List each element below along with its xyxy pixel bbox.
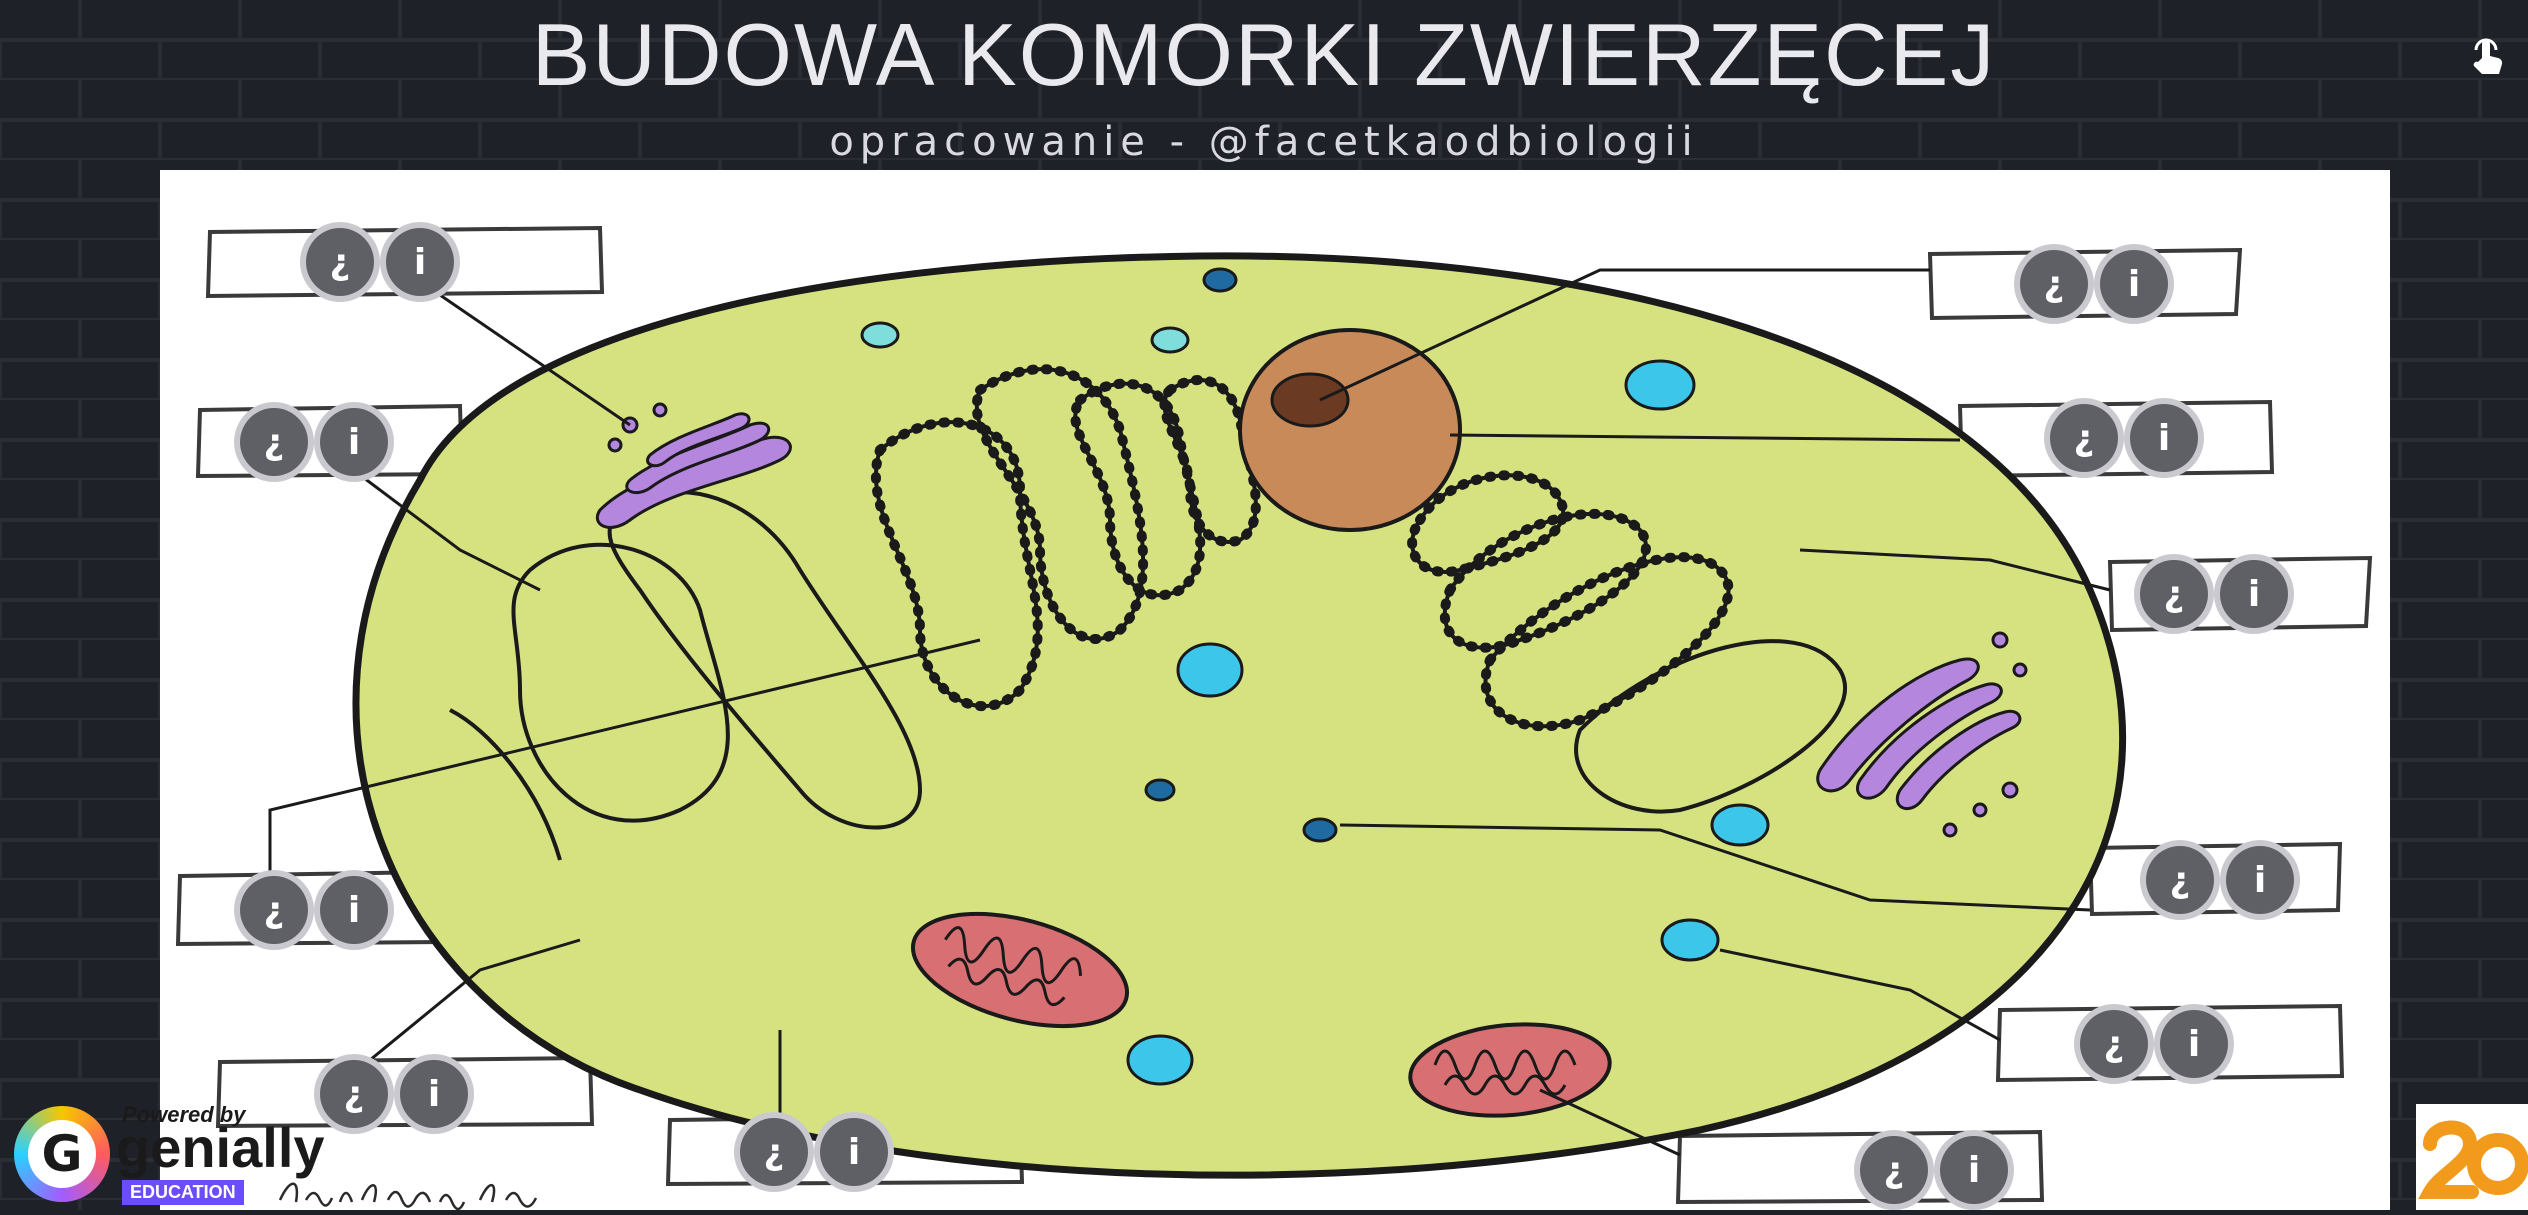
page-subtitle: opracowanie - @facetkaodbiologii — [0, 112, 2528, 172]
info-button[interactable]: i — [820, 1118, 888, 1186]
question-button[interactable]: ¿ — [740, 1118, 808, 1186]
hotspot-membrane[interactable]: ¿ i — [320, 1060, 468, 1128]
hotspot-golgi-left[interactable]: ¿ i — [306, 228, 454, 296]
info-button[interactable]: i — [400, 1060, 468, 1128]
question-button[interactable]: ¿ — [2080, 1010, 2148, 1078]
info-button[interactable]: i — [2130, 404, 2198, 472]
info-button[interactable]: i — [320, 876, 388, 944]
genially-logo-letter: G — [28, 1120, 96, 1188]
question-button[interactable]: ¿ — [320, 1060, 388, 1128]
hotspot-rough-er[interactable]: ¿ i — [240, 876, 388, 944]
nucleolus — [1272, 374, 1348, 426]
page-title: BUDOWA KOMORKI ZWIERZĘCEJ — [0, 0, 2528, 110]
question-button[interactable]: ¿ — [2020, 250, 2088, 318]
question-button[interactable]: ¿ — [240, 408, 308, 476]
question-button[interactable]: ¿ — [2140, 560, 2208, 628]
question-button[interactable]: ¿ — [306, 228, 374, 296]
education-tag: EDUCATION — [122, 1180, 244, 1205]
question-button[interactable]: ¿ — [2050, 404, 2118, 472]
genially-brand: genially — [116, 1118, 325, 1178]
info-button[interactable]: i — [2220, 560, 2288, 628]
info-button[interactable]: i — [386, 228, 454, 296]
info-button[interactable]: i — [2100, 250, 2168, 318]
info-button[interactable]: i — [1940, 1136, 2008, 1204]
cell-diagram: ¿ i ¿ i ¿ i ¿ i ¿ i ¿ i ¿ i ¿ i ¿ i ¿ i … — [160, 170, 2390, 1210]
hand-pointer-icon[interactable] — [2458, 28, 2518, 88]
hotspot-mitochondrion[interactable]: ¿ i — [1860, 1136, 2008, 1204]
hotspot-nucleus[interactable]: ¿ i — [2050, 404, 2198, 472]
hotspot-rough-er-right[interactable]: ¿ i — [2140, 560, 2288, 628]
cell-membrane — [356, 256, 2123, 1175]
nucleus — [1240, 330, 1460, 530]
question-button[interactable]: ¿ — [240, 876, 308, 944]
info-button[interactable]: i — [2226, 846, 2294, 914]
hotspot-cytoplasm[interactable]: ¿ i — [740, 1118, 888, 1186]
twenty-years-logo-icon — [2416, 1104, 2528, 1210]
info-button[interactable]: i — [2160, 1010, 2228, 1078]
hotspot-nucleolus[interactable]: ¿ i — [2020, 250, 2168, 318]
question-button[interactable]: ¿ — [1860, 1136, 1928, 1204]
question-button[interactable]: ¿ — [2146, 846, 2214, 914]
hotspot-vesicle[interactable]: ¿ i — [2080, 1010, 2228, 1078]
hotspot-smooth-er[interactable]: ¿ i — [240, 408, 388, 476]
info-button[interactable]: i — [320, 408, 388, 476]
genially-badge[interactable]: G Powered by genially EDUCATION — [14, 1098, 314, 1210]
hotspot-ribosome[interactable]: ¿ i — [2146, 846, 2294, 914]
